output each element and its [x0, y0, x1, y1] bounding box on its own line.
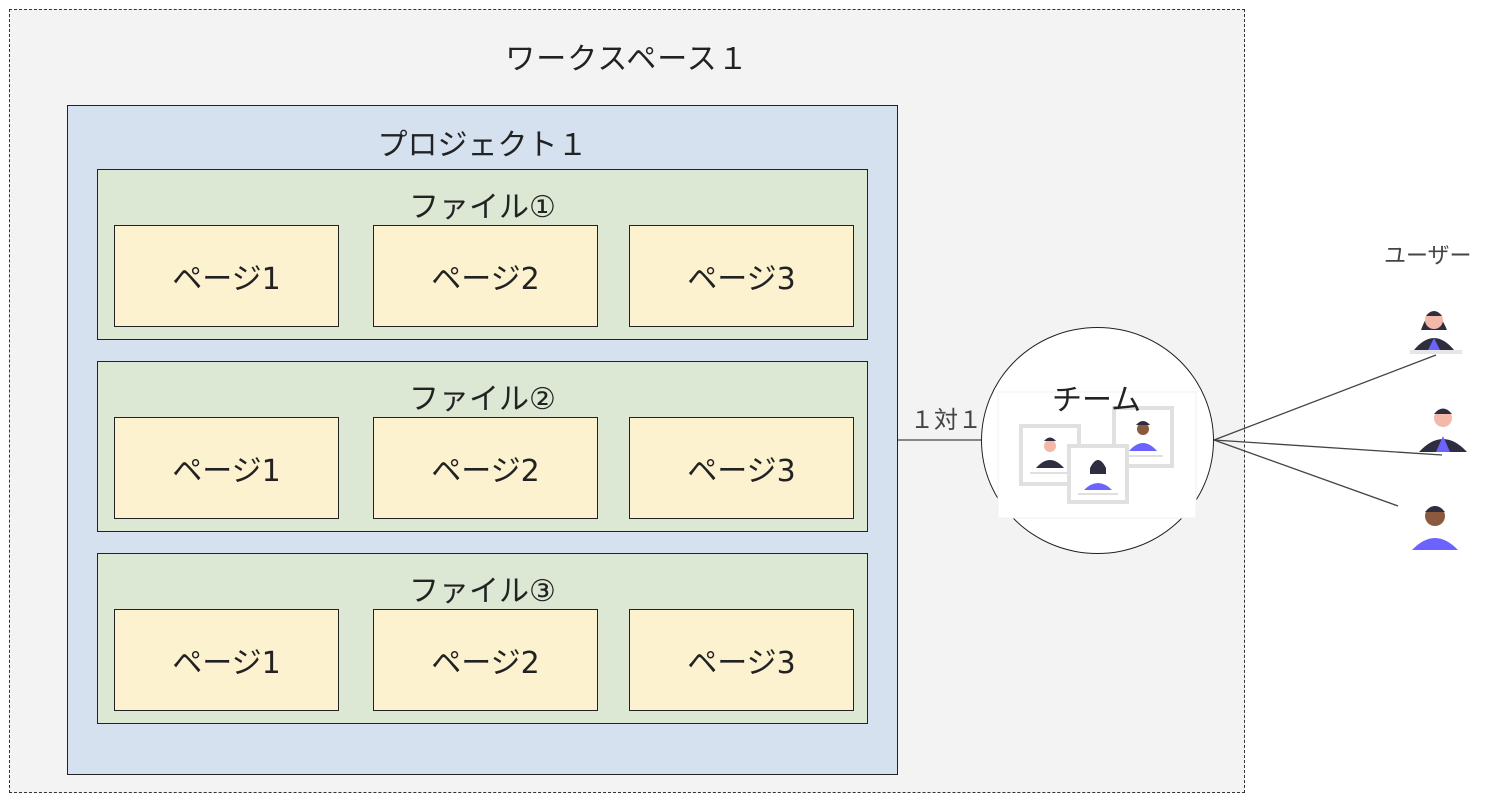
- page-box: ページ2: [373, 225, 598, 327]
- file-title: ファイル②: [409, 382, 556, 417]
- file-box: ファイル③ ページ1 ページ2 ページ3: [97, 553, 868, 724]
- woman-user-icon: [1410, 311, 1462, 354]
- page-box: ページ1: [114, 417, 339, 519]
- project-container: プロジェクト１ ファイル① ページ1 ページ2 ページ3 ファイル② ページ1 …: [67, 105, 898, 775]
- team-title: チーム: [1052, 383, 1142, 418]
- file-box: ファイル① ページ1 ページ2 ページ3: [97, 169, 868, 340]
- page-box: ページ1: [114, 609, 339, 711]
- team-user-connector: [1213, 439, 1443, 456]
- file-title: ファイル①: [409, 190, 556, 225]
- man-user-icon: [1419, 408, 1467, 452]
- page-box: ページ3: [629, 417, 854, 519]
- users-label: ユーザー: [1384, 244, 1472, 269]
- page-box: ページ3: [629, 225, 854, 327]
- team-user-connector: [1213, 439, 1399, 507]
- page-box: ページ2: [373, 417, 598, 519]
- team-user-connector: [1213, 354, 1437, 441]
- file-title: ファイル③: [409, 574, 556, 609]
- page-box: ページ3: [629, 609, 854, 711]
- project-title: プロジェクト１: [377, 128, 588, 163]
- workspace-title: ワークスペース１: [505, 42, 749, 77]
- relation-label: １対１: [910, 406, 982, 434]
- man-user-icon: [1412, 506, 1458, 550]
- page-box: ページ2: [373, 609, 598, 711]
- page-box: ページ1: [114, 225, 339, 327]
- file-box: ファイル② ページ1 ページ2 ページ3: [97, 361, 868, 532]
